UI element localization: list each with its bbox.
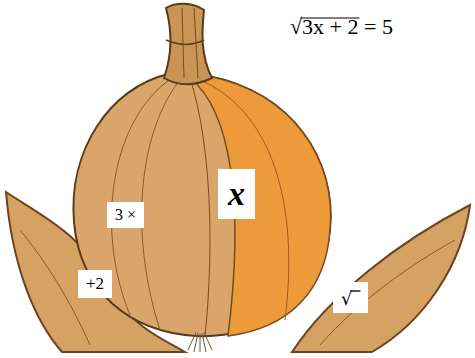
equation: √3x + 2 = 5 <box>290 14 393 40</box>
box-text: √ <box>341 288 352 309</box>
box-text: +2 <box>86 274 104 294</box>
box-text: x <box>228 175 245 213</box>
variable-box: x <box>218 169 255 219</box>
operation-box: √ <box>333 282 368 313</box>
box-text: 3 × <box>115 206 136 224</box>
operation-box: 3 × <box>107 202 144 228</box>
operation-box: +2 <box>78 270 112 298</box>
